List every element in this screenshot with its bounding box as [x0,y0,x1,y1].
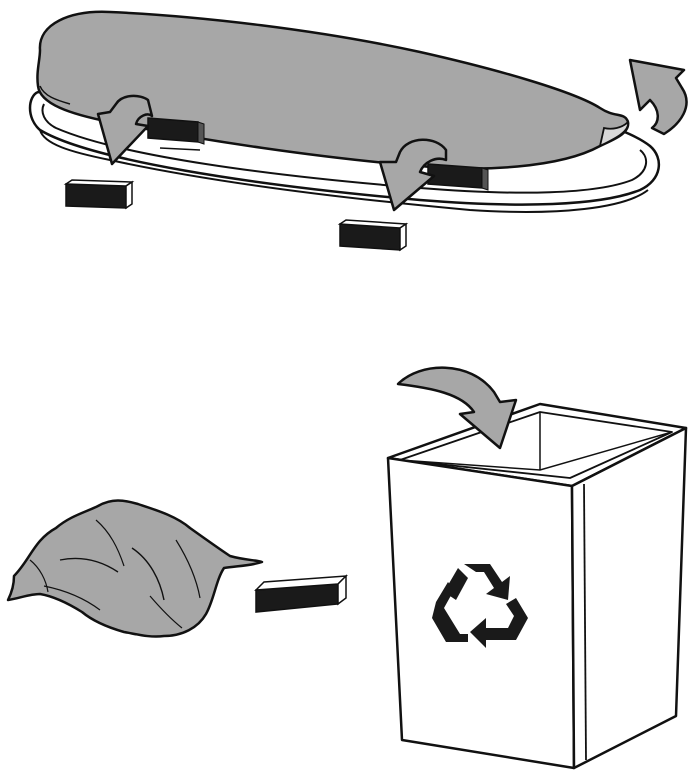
recycling-bin [388,404,686,768]
roof-box-scene [30,12,687,250]
spacer-block-loose-right [340,220,406,250]
curved-arrow-icon [630,60,687,134]
spacer-block-loose [256,576,346,612]
disposal-scene [8,368,686,768]
crumpled-cover [8,501,262,637]
spacer-block-loose-left [66,180,132,208]
